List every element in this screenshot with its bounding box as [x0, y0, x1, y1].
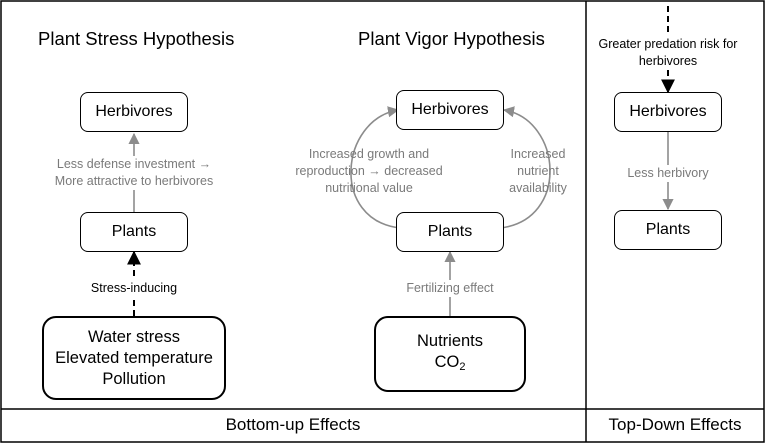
vigor-left-label-line1: Increased growth and: [308, 147, 430, 161]
vigor-plants-box: Plants: [396, 212, 504, 252]
topdown-top-label: Greater predation risk for herbivores: [592, 36, 744, 70]
vigor-right-label-line1: Increased: [510, 147, 566, 161]
stress-herbivores-box: Herbivores: [80, 92, 188, 132]
topdown-plants-label: Plants: [645, 221, 691, 238]
vigor-left-label-line2: reproduction → decreased: [295, 164, 443, 178]
stress-top-label-line1: Less defense investment →: [56, 157, 212, 171]
stress-herbivores-label: Herbivores: [95, 103, 173, 120]
stress-plants-label: Plants: [111, 223, 157, 240]
vigor-right-cycle-arrow: [499, 106, 551, 229]
vigor-driver-co2: CO2: [435, 352, 466, 378]
vigor-driver-nutrients: Nutrients: [416, 331, 484, 350]
topdown-top-label-line1: Greater predation risk for: [598, 37, 738, 51]
topdown-herbivores-label: Herbivores: [629, 103, 707, 120]
vigor-right-label-line2: nutrient: [517, 164, 559, 178]
topdown-top-label-line2: herbivores: [638, 54, 698, 68]
stress-plants-box: Plants: [80, 212, 188, 252]
vigor-driver-co2-subscript: 2: [459, 360, 466, 373]
vigor-driver-co2-base: CO: [434, 352, 460, 371]
vigor-bottom-label: Fertilizing effect: [390, 280, 510, 297]
footer-top-down-label: Top-Down Effects: [608, 415, 742, 434]
stress-drivers-box: Water stress Elevated temperature Pollut…: [42, 316, 226, 400]
topdown-mid-label: Less herbivory: [610, 165, 726, 182]
topdown-plants-box: Plants: [614, 210, 722, 250]
vigor-plants-label: Plants: [427, 223, 473, 240]
vigor-left-cycle-arrow: [350, 106, 401, 229]
stress-driver-temperature: Elevated temperature: [55, 348, 213, 367]
vigor-right-label-line3: availability: [509, 181, 567, 195]
stress-driver-water: Water stress: [88, 327, 180, 346]
vigor-left-label-line3: nutritional value: [325, 181, 413, 195]
topdown-herbivores-box: Herbivores: [614, 92, 722, 132]
vigor-herbivores-label: Herbivores: [411, 101, 489, 118]
footer-bottom-up-label: Bottom-up Effects: [225, 415, 361, 434]
stress-driver-pollution: Pollution: [102, 369, 166, 388]
vigor-herbivores-box: Herbivores: [396, 90, 504, 130]
stress-top-label: Less defense investment → More attractiv…: [40, 156, 228, 190]
stress-panel-title: Plant Stress Hypothesis: [38, 28, 235, 49]
vigor-panel-title: Plant Vigor Hypothesis: [358, 28, 545, 49]
vigor-right-label: Increased nutrient availability: [500, 146, 576, 197]
vigor-left-label: Increased growth and reproduction → decr…: [286, 146, 452, 197]
vigor-drivers-box: Nutrients CO2: [374, 316, 526, 392]
stress-top-label-line2: More attractive to herbivores: [54, 174, 214, 188]
stress-bottom-label: Stress-inducing: [70, 280, 198, 297]
